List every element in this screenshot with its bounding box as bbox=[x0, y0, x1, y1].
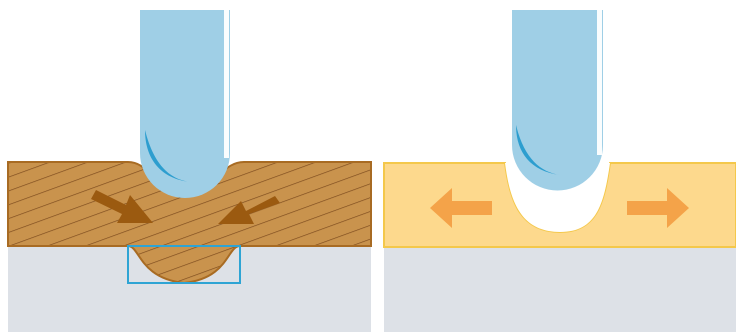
right-punch bbox=[512, 10, 603, 191]
left-tool bbox=[140, 10, 230, 198]
left-punch-highlight bbox=[224, 10, 229, 158]
right-punch-highlight bbox=[597, 10, 602, 155]
right-tool bbox=[512, 10, 603, 191]
right-gray-base bbox=[384, 246, 736, 332]
left-panel bbox=[8, 10, 371, 332]
left-punch bbox=[140, 10, 230, 198]
right-panel bbox=[384, 10, 736, 332]
